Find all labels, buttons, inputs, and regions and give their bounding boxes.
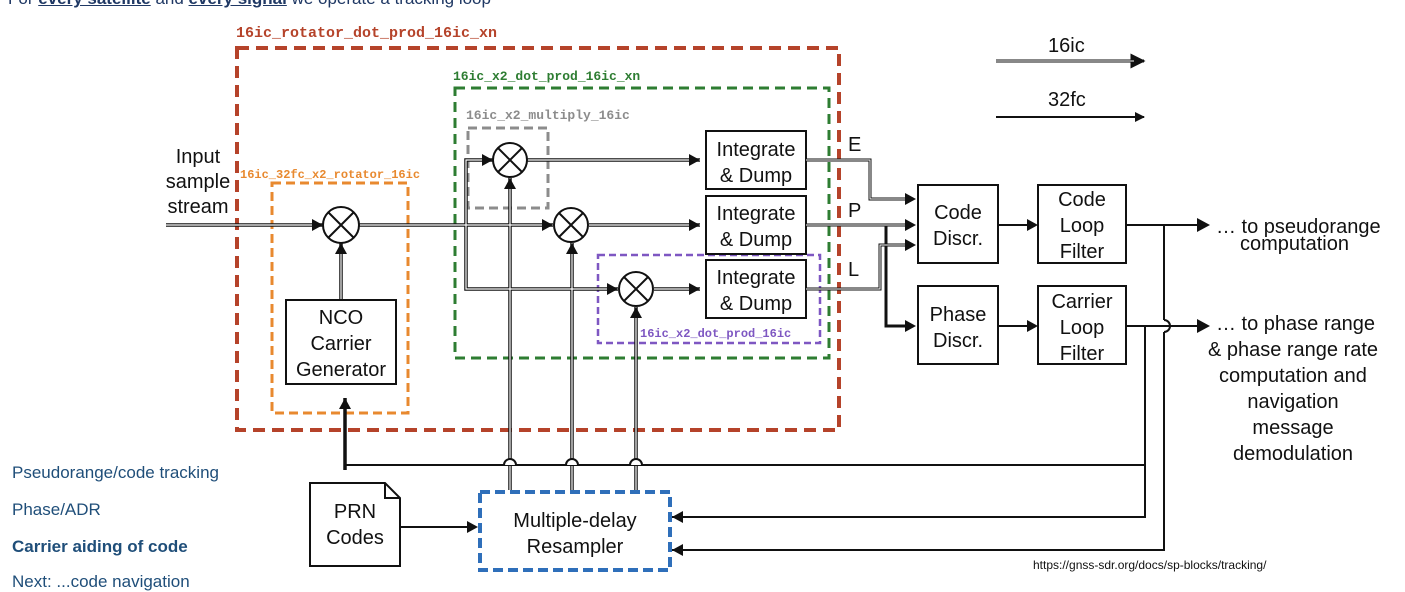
carrier-loop-filter-block <box>1037 285 1127 365</box>
kernel-rotator-32fc-label: 16ic_32fc_x2_rotator_16ic <box>240 168 420 182</box>
bullet-carrier-aiding: Carrier aiding of code <box>12 537 188 556</box>
kernel-rotator-dot-prod-label: 16ic_rotator_dot_prod_16ic_xn <box>236 25 497 42</box>
phase-discr-line2: Discr. <box>933 330 983 352</box>
tap-prompt-label: P <box>848 200 861 222</box>
integrate-late-line1: Integrate <box>717 267 796 289</box>
nco-block <box>285 299 397 385</box>
output-phase-line5: message <box>1252 417 1333 439</box>
integrate-dump-early: Integrate & Dump <box>705 130 807 190</box>
input-label-line1: Input <box>176 146 221 168</box>
phase-discr-line1: Phase <box>930 304 987 326</box>
code-discr-line1: Code <box>934 202 982 224</box>
input-label-line3: stream <box>167 196 228 218</box>
bullet-phase-adr: Phase/ADR <box>12 500 101 519</box>
carrier-filter-line3: Filter <box>1060 343 1105 365</box>
kernel-x2-dot-prod-label: 16ic_x2_dot_prod_16ic <box>640 327 791 341</box>
output-pseudorange-line2: computation <box>1240 233 1349 255</box>
nco-line1: NCO <box>319 307 363 329</box>
output-phase-line6: demodulation <box>1233 443 1353 465</box>
tap-early-label: E <box>848 134 861 156</box>
integrate-early-line1: Integrate <box>717 139 796 161</box>
kernel-rotator-32fc-box <box>270 181 410 415</box>
input-label-line2: sample <box>166 171 230 193</box>
carrier-filter-line2: Loop <box>1060 317 1105 339</box>
integrate-dump-prompt: Integrate & Dump <box>705 195 807 255</box>
integrate-early-line2: & Dump <box>720 165 792 187</box>
code-filter-line2: Loop <box>1060 215 1105 237</box>
output-phase-line1: … to phase range <box>1216 313 1375 335</box>
intro-suffix: we operate a tracking loop <box>292 0 491 8</box>
nco-line3: Generator <box>296 359 386 381</box>
intro-prefix: For <box>8 0 34 8</box>
intro-link-every-signal[interactable]: every signal <box>189 0 287 8</box>
code-loop-filter-block <box>1037 184 1127 264</box>
tap-late-label: L <box>848 259 859 281</box>
code-filter-line1: Code <box>1058 189 1106 211</box>
output-phase-line3: computation and <box>1219 365 1367 387</box>
prn-codes-block <box>309 482 401 567</box>
integrate-dump-late: Integrate & Dump <box>705 259 807 319</box>
output-pseudorange-line1: … to pseudorange <box>1216 216 1381 238</box>
legend-32fc-label: 32fc <box>1048 89 1086 111</box>
phase-discr-block <box>917 285 999 365</box>
legend-16ic-label: 16ic <box>1048 35 1085 57</box>
kernel-x2-dot-prod-xn-box <box>453 86 831 360</box>
signal-wiring <box>166 158 700 490</box>
integrate-prompt-line1: Integrate <box>717 203 796 225</box>
source-url[interactable]: https://gnss-sdr.org/docs/sp-blocks/trac… <box>1033 558 1267 572</box>
slide-intro-text: For every satellite and every signal we … <box>8 0 491 9</box>
correlator-outputs <box>806 158 912 328</box>
legend: 16ic 32fc <box>996 35 1146 122</box>
prn-line2: Codes <box>326 527 384 549</box>
nco-line2: Carrier <box>310 333 371 355</box>
kernel-x2-multiply-label: 16ic_x2_multiply_16ic <box>466 108 630 123</box>
output-phase-line4: navigation <box>1247 391 1338 413</box>
code-discr-line2: Discr. <box>933 228 983 250</box>
intro-middle: and <box>155 0 183 8</box>
intro-link-every-satellite[interactable]: every satellite <box>38 0 150 8</box>
kernel-x2-dot-prod-xn-label: 16ic_x2_dot_prod_16ic_xn <box>453 69 640 84</box>
bullet-pseudorange: Pseudorange/code tracking <box>12 463 219 482</box>
output-phase-line2: & phase range rate <box>1208 339 1378 361</box>
carrier-filter-line1: Carrier <box>1051 291 1112 313</box>
integrate-late-line2: & Dump <box>720 293 792 315</box>
code-discr-block <box>917 184 999 264</box>
kernel-x2-multiply-box <box>466 126 550 210</box>
loop-wiring <box>345 224 1200 551</box>
integrate-prompt-line2: & Dump <box>720 229 792 251</box>
resampler-line2: Resampler <box>527 536 624 558</box>
code-filter-line3: Filter <box>1060 241 1105 263</box>
resampler-block <box>478 490 672 572</box>
tracking-loop-diagram: 16ic_rotator_dot_prod_16ic_xn 16ic_x2_do… <box>166 25 1381 572</box>
kernel-rotator-dot-prod-box <box>235 46 841 432</box>
resampler-line1: Multiple-delay <box>513 510 636 532</box>
prn-line1: PRN <box>334 501 376 523</box>
